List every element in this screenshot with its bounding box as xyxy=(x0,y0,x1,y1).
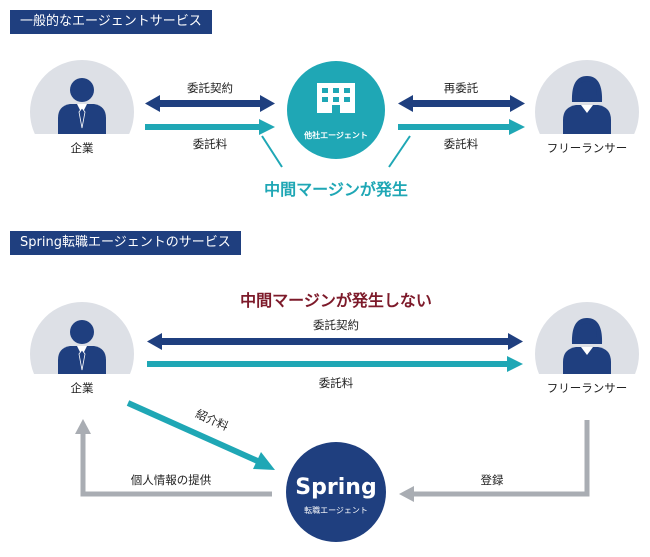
freelancer-label: フリーランサー xyxy=(546,141,628,155)
personal-info-arrow xyxy=(75,419,272,497)
right-subcontract-arrow xyxy=(398,95,525,112)
spring-logo-circle xyxy=(286,442,386,542)
left-contract-arrow xyxy=(145,95,275,112)
woman-icon xyxy=(563,76,611,134)
businessman-icon xyxy=(58,78,106,134)
margin-connector-left xyxy=(261,135,283,168)
right-fee-arrow xyxy=(398,119,525,135)
agency-circle xyxy=(287,61,385,159)
company-label: 企業 xyxy=(70,141,94,155)
freelancer-avatar-2 xyxy=(535,302,639,374)
right-subcontract-label: 再委託 xyxy=(443,81,479,95)
registration-arrow xyxy=(399,420,590,502)
direct-contract-label: 委託契約 xyxy=(313,318,359,332)
direct-fee-arrow xyxy=(147,356,523,372)
building-icon xyxy=(317,83,355,113)
spring-logo-text: Spring xyxy=(295,475,377,500)
direct-fee-label: 委託料 xyxy=(318,376,354,390)
freelancer-label-2: フリーランサー xyxy=(546,381,628,395)
company-label-2: 企業 xyxy=(70,381,94,395)
direct-contract-arrow xyxy=(147,333,523,350)
margin-text: 中間マージンが発生 xyxy=(264,180,408,199)
left-fee-arrow xyxy=(145,119,275,135)
agency-label: 他社エージェント xyxy=(304,131,368,140)
section2-header: Spring転職エージェントのサービス xyxy=(10,231,241,255)
company-avatar xyxy=(30,60,134,134)
woman-icon xyxy=(563,318,611,374)
left-contract-label: 委託契約 xyxy=(187,81,233,95)
referral-fee-arrow xyxy=(126,400,275,470)
spring-logo-subtext: 転職エージェント xyxy=(304,506,368,515)
right-fee-label: 委託料 xyxy=(443,137,479,151)
left-fee-label: 委託料 xyxy=(192,137,228,151)
personal-info-label: 個人情報の提供 xyxy=(130,473,212,487)
registration-label: 登録 xyxy=(480,473,504,487)
no-margin-text: 中間マージンが発生しない xyxy=(240,291,432,310)
section1-header: 一般的なエージェントサービス xyxy=(10,10,212,34)
freelancer-avatar xyxy=(535,60,639,134)
company-avatar-2 xyxy=(30,302,134,374)
businessman-icon xyxy=(58,320,106,374)
margin-connector-right xyxy=(388,135,411,168)
